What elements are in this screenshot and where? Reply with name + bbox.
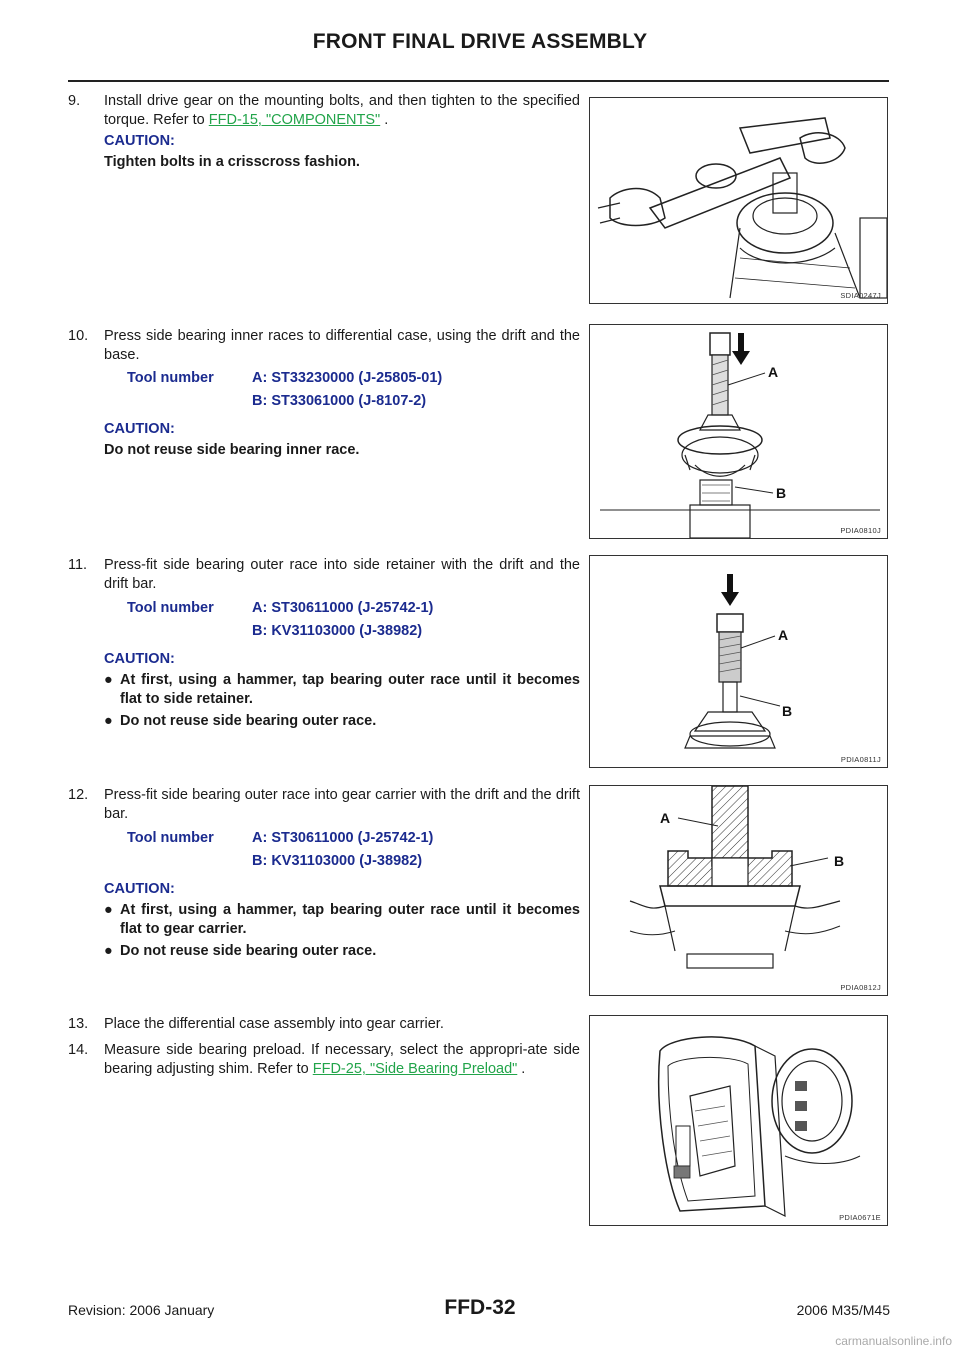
figure-code: PDIA0812J [840, 983, 881, 992]
caution-text: Do not reuse side bearing inner race. [104, 442, 360, 458]
bullet-text: Do not reuse side bearing outer race. [120, 713, 377, 729]
inner-race-press-illustration: A B [600, 332, 880, 538]
caution-bullet: ● Do not reuse side bearing outer race. [104, 712, 580, 731]
step-text: Place the differential case assembly int… [104, 1016, 444, 1032]
bullet-icon: ● [104, 713, 113, 729]
tool-label: Tool number [127, 600, 214, 616]
step-number: 9. [68, 93, 81, 109]
step-number: 10. [68, 328, 89, 344]
caution-heading: CAUTION: [104, 881, 175, 897]
caution-bullet: ● Do not reuse side bearing outer race. [104, 942, 580, 961]
figure-code: PDIA0810J [840, 526, 881, 535]
step-text-part: . [380, 112, 389, 128]
caution-heading: CAUTION: [104, 133, 175, 149]
bullet-text: Do not reuse side bearing outer race. [120, 943, 377, 959]
site-watermark: carmanualsonline.info [835, 1334, 952, 1348]
gear-carrier-assembly-illustration [657, 1036, 861, 1218]
tool-value: B: KV31103000 (J-38982) [252, 623, 423, 639]
figure-gear-carrier-press: A B PDIA0812J [589, 785, 888, 996]
tool-value: B: ST33061000 (J-8107-2) [252, 393, 427, 409]
caution-heading: CAUTION: [104, 651, 175, 667]
caution-heading: CAUTION: [104, 421, 175, 437]
tool-value: A: ST30611000 (J-25742-1) [252, 600, 434, 616]
tool-label: Tool number [127, 830, 214, 846]
figure-side-retainer-press: A B PDIA0811J [589, 555, 888, 768]
step-10: 10. Press side bearing inner races to di… [68, 327, 580, 365]
part-label-b: B [834, 853, 844, 869]
figure-code: PDIA0811J [840, 755, 881, 764]
step-number: 14. [68, 1042, 89, 1058]
step-number: 12. [68, 787, 89, 803]
step-text: Press-fit side bearing outer race into g… [104, 787, 580, 822]
caution-bullet: ● At first, using a hammer, tap bearing … [104, 671, 580, 709]
step-9: 9. Install drive gear on the mounting bo… [68, 92, 580, 130]
figure-code: PDIA0671E [839, 1213, 881, 1222]
part-label-a: A [768, 364, 778, 380]
footer-model: 2006 M35/M45 [796, 1302, 890, 1318]
bullet-text: At first, using a hammer, tap bearing ou… [120, 902, 580, 937]
gear-carrier-press-illustration: A B [629, 786, 844, 969]
part-label-b: B [776, 485, 786, 501]
step-number: 11. [68, 557, 88, 573]
footer-revision: Revision: 2006 January [68, 1302, 215, 1318]
figure-code: SDIA0247J [840, 291, 881, 300]
tool-label: Tool number [127, 370, 214, 386]
step-text: Press side bearing inner races to differ… [104, 328, 580, 363]
part-label-a: A [660, 810, 670, 826]
step-number: 13. [68, 1016, 89, 1032]
step-14: 14. Measure side bearing preload. If nec… [68, 1041, 580, 1079]
tool-value: A: ST30611000 (J-25742-1) [252, 830, 434, 846]
step-text: Install drive gear on the mounting bolts… [104, 92, 580, 130]
torque-wrench-illustration [597, 117, 887, 299]
part-label-a: A [778, 627, 788, 643]
step-text-part: Install drive gear on the mounting bolts… [104, 93, 580, 128]
bullet-icon: ● [104, 943, 113, 959]
step-13: 13. Place the differential case assembly… [68, 1015, 580, 1034]
ref-link-ffd-15[interactable]: FFD-15, "COMPONENTS" [208, 112, 381, 128]
bullet-text: At first, using a hammer, tap bearing ou… [120, 672, 580, 707]
step-12: 12. Press-fit side bearing outer race in… [68, 786, 580, 824]
step-text-part: . [517, 1061, 526, 1077]
step-text: Press-fit side bearing outer race into s… [104, 557, 580, 592]
figure-torque-wrench: SDIA0247J [589, 97, 888, 304]
bullet-icon: ● [104, 902, 113, 918]
page-number: FFD-32 [444, 1296, 516, 1319]
step-text-part: Measure side bearing preload. If necessa… [104, 1042, 580, 1077]
part-label-b: B [782, 703, 792, 719]
tool-value: B: KV31103000 (J-38982) [252, 853, 423, 869]
tool-value: A: ST33230000 (J-25805-01) [252, 370, 443, 386]
ref-link-ffd-25[interactable]: FFD-25, "Side Bearing Preload" [312, 1061, 518, 1077]
bullet-icon: ● [104, 672, 113, 688]
step-11: 11. Press-fit side bearing outer race in… [68, 556, 580, 594]
side-retainer-press-illustration: A B [684, 574, 792, 749]
page-title: FRONT FINAL DRIVE ASSEMBLY [312, 30, 648, 53]
header-divider [68, 80, 889, 82]
step-text: Measure side bearing preload. If necessa… [104, 1041, 580, 1079]
caution-bullet: ● At first, using a hammer, tap bearing … [104, 901, 580, 939]
figure-inner-race-press: A B PDIA0810J [589, 324, 888, 539]
figure-gear-carrier-assembly: PDIA0671E [589, 1015, 888, 1226]
caution-text: Tighten bolts in a crisscross fashion. [104, 154, 360, 170]
